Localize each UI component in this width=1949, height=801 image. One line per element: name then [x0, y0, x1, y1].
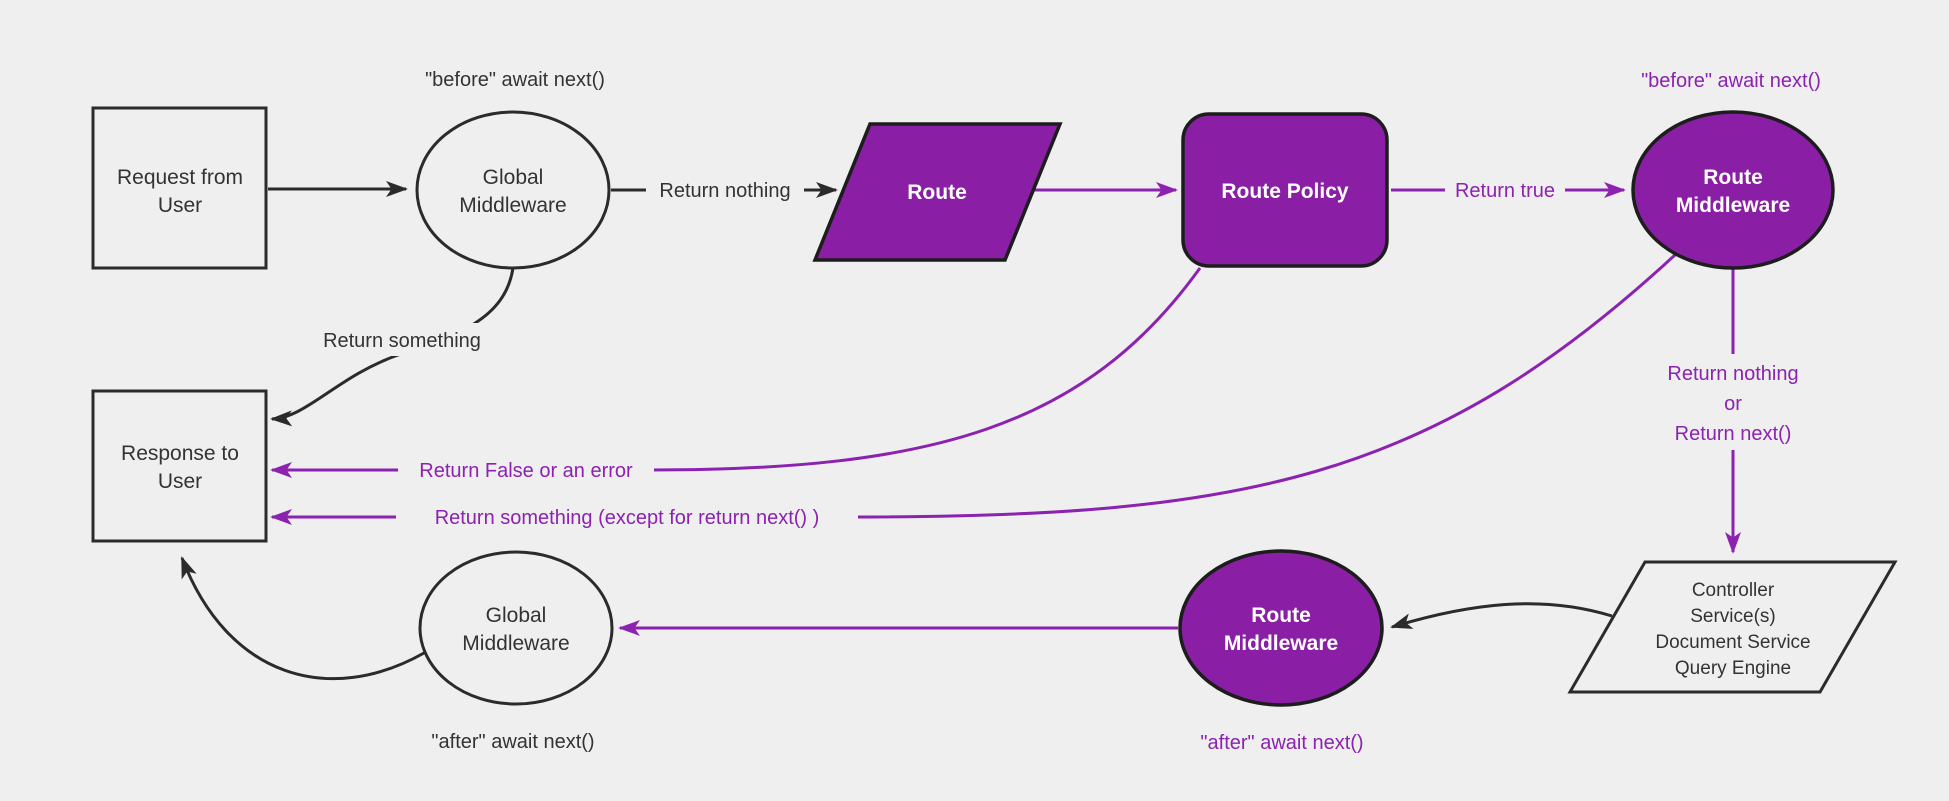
node-controller-services-label-line2: Service(s) — [1690, 606, 1776, 627]
node-global-middleware-bottom-label-line2: Middleware — [462, 632, 569, 655]
edge-label-return-nothing-or-next-line2: or — [1724, 393, 1742, 415]
label-bg-return-false-or-error — [398, 453, 654, 486]
label-bg-return-nothing-or-next — [1640, 354, 1826, 450]
node-route-middleware-bottom-label-line2: Middleware — [1224, 632, 1338, 655]
edge-label-return-nothing-or-next-line1: Return nothing — [1667, 363, 1798, 385]
annotation-before-await-next-global: "before" await next() — [425, 69, 605, 91]
edge-route-middleware-return-something-to-response — [270, 252, 1678, 525]
edge-label-return-something: Return something — [323, 330, 481, 352]
label-bg-return-true — [1445, 173, 1565, 205]
node-response-to-user-label-line2: User — [158, 470, 202, 493]
node-route-middleware-top-label-line1: Route — [1703, 166, 1763, 189]
node-route-middleware-bottom-label-line1: Route — [1251, 604, 1311, 627]
edge-label-return-something-except: Return something (except for return next… — [435, 507, 820, 529]
node-request-from-user — [91, 106, 268, 270]
node-route-label: Route — [907, 181, 967, 204]
label-bg-return-nothing — [646, 173, 804, 205]
label-bg-return-something-except — [396, 500, 858, 533]
node-route-policy-label: Route Policy — [1221, 180, 1349, 203]
edge-controller-to-route-middleware-bottom — [1390, 602, 1613, 629]
node-route-policy — [1181, 112, 1389, 268]
edge-label-return-true: Return true — [1455, 180, 1555, 202]
node-global-middleware-bottom — [418, 550, 614, 706]
annotation-after-await-next-global: "after" await next() — [431, 731, 594, 753]
edge-label-return-nothing-or-next-line3: Return next() — [1675, 423, 1792, 445]
node-response-to-user-label-line1: Response to — [121, 442, 239, 465]
node-global-middleware-top-label-line2: Middleware — [459, 194, 566, 217]
node-controller-services-label-line3: Document Service — [1655, 632, 1810, 653]
edge-route-policy-return-false-to-response — [270, 267, 1202, 478]
edge-label-return-nothing: Return nothing — [659, 180, 790, 202]
node-global-middleware-top — [415, 110, 611, 270]
node-route-middleware-top-label-line2: Middleware — [1676, 194, 1790, 217]
node-response-to-user — [91, 389, 268, 543]
node-route-middleware-bottom — [1178, 549, 1384, 707]
label-bg-return-something — [314, 323, 490, 356]
annotation-before-await-next-route: "before" await next() — [1641, 70, 1821, 92]
node-global-middleware-top-label-line1: Global — [483, 166, 544, 189]
node-route-middleware-top — [1631, 110, 1835, 270]
edge-label-return-false-or-error: Return False or an error — [419, 460, 633, 482]
annotation-after-await-next-route: "after" await next() — [1200, 732, 1363, 754]
edge-global-middleware-bottom-to-response — [180, 556, 425, 681]
node-route — [812, 122, 1063, 262]
node-request-from-user-label-line1: Request from — [117, 166, 243, 189]
node-global-middleware-bottom-label-line1: Global — [486, 604, 547, 627]
node-controller-services-label-line4: Query Engine — [1675, 658, 1791, 679]
node-controller-services — [1567, 560, 1898, 694]
node-controller-services-label-line1: Controller — [1692, 580, 1775, 601]
node-request-from-user-label-line2: User — [158, 194, 202, 217]
